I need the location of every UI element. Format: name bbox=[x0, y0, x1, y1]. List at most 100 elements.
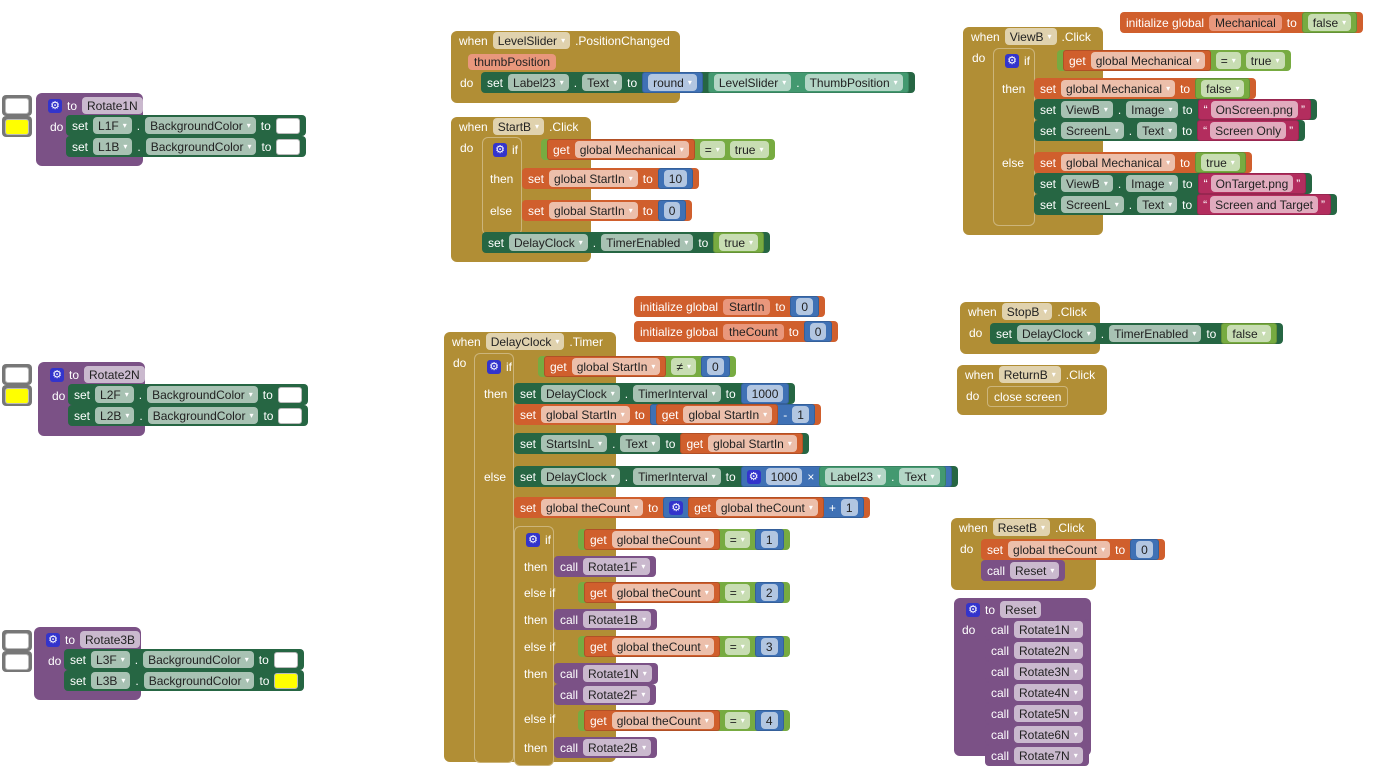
dropdown-field[interactable]: Rotate5N bbox=[1014, 705, 1083, 722]
color-swatch[interactable] bbox=[5, 366, 29, 383]
math-block[interactable]: 3 bbox=[754, 636, 784, 657]
dropdown-field[interactable]: = bbox=[724, 584, 750, 601]
value-field[interactable]: 3 bbox=[760, 638, 778, 655]
dropdown-field[interactable]: Rotate4N bbox=[1014, 684, 1083, 701]
dropdown-field[interactable]: global StartIn bbox=[541, 406, 630, 423]
dropdown-field[interactable]: DelayClock bbox=[541, 385, 620, 402]
parameter-name[interactable]: StartIn bbox=[723, 298, 771, 315]
dropdown-field[interactable]: global StartIn bbox=[549, 202, 638, 219]
dropdown-field[interactable]: Rotate1B bbox=[583, 611, 652, 628]
text-block[interactable]: “Screen Only” bbox=[1197, 120, 1300, 141]
dropdown-field[interactable]: Rotate3N bbox=[1014, 663, 1083, 680]
math-block[interactable]: 10 bbox=[657, 168, 694, 189]
math-block[interactable]: round bbox=[642, 72, 703, 93]
dropdown-field[interactable]: = bbox=[724, 638, 750, 655]
dropdown-field[interactable]: L2B bbox=[95, 407, 135, 424]
dropdown-field[interactable]: DelayClock bbox=[1017, 325, 1096, 342]
dropdown-field[interactable]: Rotate6N bbox=[1014, 726, 1083, 743]
left-edge-stubs-line[interactable] bbox=[2, 630, 32, 651]
gear-icon[interactable]: ⚙ bbox=[669, 500, 684, 515]
value-field[interactable]: 0 bbox=[707, 358, 724, 375]
gear-icon[interactable]: ⚙ bbox=[487, 359, 501, 374]
logic-block[interactable]: false bbox=[1195, 78, 1251, 99]
text-block[interactable]: “OnTarget.png” bbox=[1197, 173, 1307, 194]
gear-icon[interactable]: ⚙ bbox=[966, 602, 980, 617]
dropdown-field[interactable]: global theCount bbox=[611, 531, 714, 548]
math-block[interactable]: 1 bbox=[754, 529, 784, 550]
left-edge-stubs-line[interactable] bbox=[2, 364, 32, 385]
dropdown-field[interactable]: Reset bbox=[1010, 562, 1060, 579]
event-returnb-click-line[interactable]: close screen bbox=[987, 386, 1069, 407]
event-delayclock-timer-inner-frame[interactable] bbox=[474, 353, 514, 763]
value-field[interactable]: Rotate2N bbox=[84, 366, 145, 383]
logic-block[interactable]: false bbox=[1221, 323, 1277, 344]
value-field[interactable]: Rotate1N bbox=[82, 97, 143, 114]
dropdown-field[interactable]: ScreenL bbox=[1061, 122, 1124, 139]
dropdown-field[interactable]: L3B bbox=[91, 672, 131, 689]
dropdown-field[interactable]: global theCount bbox=[611, 638, 714, 655]
value-field[interactable]: 0 bbox=[663, 202, 681, 219]
math-block[interactable]: 2 bbox=[754, 582, 784, 603]
dropdown-field[interactable]: false bbox=[1227, 325, 1271, 342]
event-viewb-click-inner-frame[interactable] bbox=[993, 48, 1035, 226]
dropdown-field[interactable]: BackgroundColor bbox=[143, 651, 254, 668]
dropdown-field[interactable]: StopB bbox=[1001, 303, 1053, 320]
gear-icon[interactable]: ⚙ bbox=[46, 632, 60, 647]
value-field[interactable]: Rotate3B bbox=[80, 631, 141, 648]
color-swatch[interactable] bbox=[5, 118, 29, 135]
parameter-name[interactable]: thumbPosition bbox=[468, 53, 557, 70]
dropdown-field[interactable]: global Mechanical bbox=[574, 141, 689, 158]
compget-block[interactable]: LevelSlider.ThumbPosition bbox=[707, 72, 909, 93]
dropdown-field[interactable]: = bbox=[699, 141, 725, 158]
dropdown-field[interactable]: TimerInterval bbox=[633, 385, 721, 402]
dropdown-field[interactable]: LevelSlider bbox=[492, 32, 571, 49]
dropdown-field[interactable]: true bbox=[1201, 154, 1240, 171]
value-field[interactable]: 1000 bbox=[765, 468, 803, 485]
value-field[interactable]: 0 bbox=[809, 323, 827, 340]
value-field[interactable]: 2 bbox=[760, 584, 778, 601]
value-field[interactable]: 1 bbox=[792, 406, 809, 423]
dropdown-field[interactable]: DelayClock bbox=[509, 234, 588, 251]
value-field[interactable]: 4 bbox=[760, 712, 778, 729]
dropdown-field[interactable]: Image bbox=[1126, 101, 1178, 118]
dropdown-field[interactable]: ViewB bbox=[1061, 101, 1113, 118]
dropdown-field[interactable]: BackgroundColor bbox=[147, 386, 258, 403]
value-field[interactable]: 1000 bbox=[746, 385, 784, 402]
math-block[interactable]: 0 bbox=[1130, 539, 1159, 560]
left-edge-stubs-line[interactable] bbox=[2, 116, 32, 137]
dropdown-field[interactable]: = bbox=[1215, 52, 1241, 69]
dropdown-field[interactable]: StartB bbox=[492, 118, 545, 135]
dropdown-field[interactable]: Label23 bbox=[825, 468, 887, 485]
color-swatch[interactable] bbox=[277, 386, 302, 403]
dropdown-field[interactable]: global theCount bbox=[1008, 541, 1111, 558]
color-swatch[interactable] bbox=[5, 387, 29, 404]
value-field[interactable]: 1 bbox=[840, 499, 858, 516]
value-field[interactable]: Reset bbox=[1000, 601, 1042, 618]
value-field[interactable]: 0 bbox=[796, 298, 814, 315]
dropdown-field[interactable]: global StartIn bbox=[549, 170, 638, 187]
dropdown-field[interactable]: Rotate1N bbox=[583, 665, 652, 682]
